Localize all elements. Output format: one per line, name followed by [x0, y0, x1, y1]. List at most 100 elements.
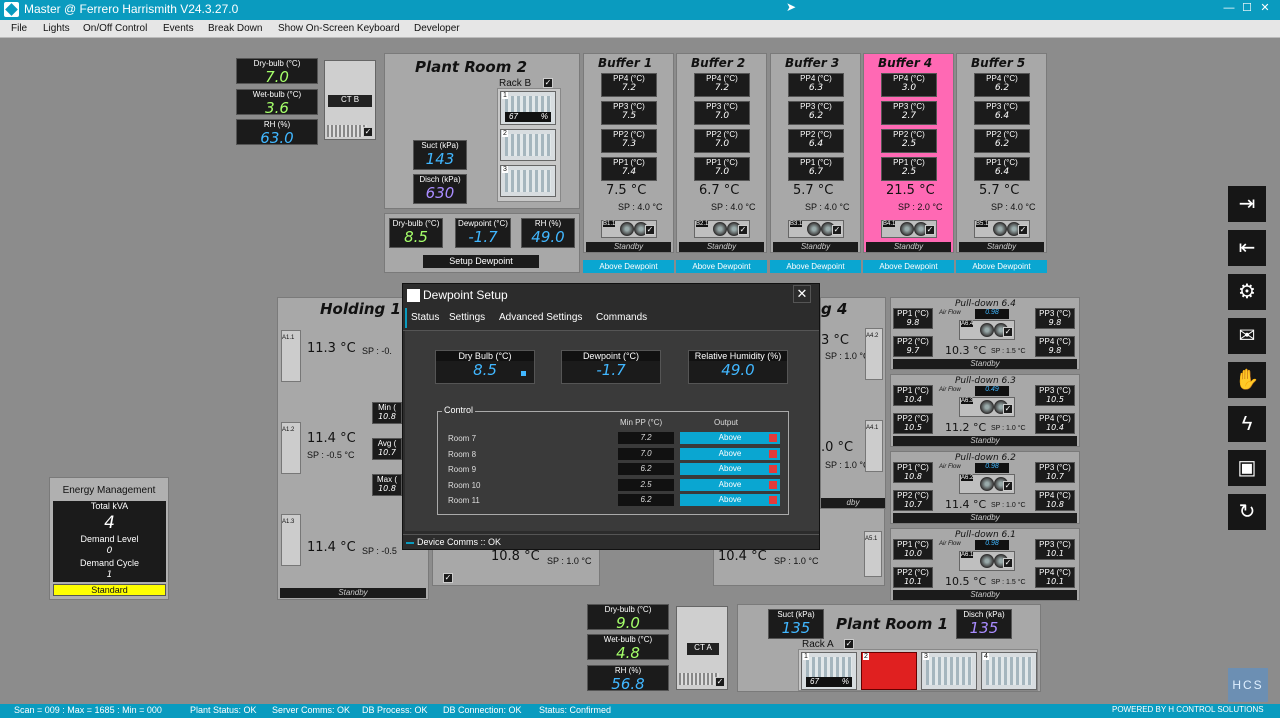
output-button[interactable]: Above [680, 432, 780, 444]
title-bar: Master @ Ferrero Harrismith V24.3.27.0 —… [0, 0, 1280, 20]
above-dewpoint-button[interactable]: Above Dewpoint [770, 260, 861, 273]
menu-events[interactable]: Events [163, 23, 194, 34]
above-dewpoint-button[interactable]: Above Dewpoint [583, 260, 674, 273]
compressor-a1[interactable]: 1 67% [801, 652, 857, 690]
rack-a: 1 67% 2 3 4 [798, 649, 1038, 691]
menu-onscreen-keyboard[interactable]: Show On-Screen Keyboard [278, 23, 400, 34]
buffer-3-pp2: PP2 (°C)6.4 [788, 129, 844, 153]
fan-icon [980, 477, 994, 491]
buffer-1-pp3: PP3 (°C)7.5 [601, 101, 657, 125]
maximize-icon[interactable]: ☐ [1242, 2, 1252, 14]
output-button[interactable]: Above [680, 478, 780, 491]
output-indicator [769, 434, 777, 442]
window-title: Master @ Ferrero Harrismith V24.3.27.0 [24, 2, 239, 16]
output-button[interactable]: Above [680, 447, 780, 460]
tab-advanced-settings[interactable]: Advanced Settings [499, 312, 583, 323]
fan-unit-B3.1[interactable]: B3.1✓ [788, 220, 844, 238]
mouse-cursor-icon: ➤ [786, 0, 797, 14]
fan-a1-2[interactable]: A1.2 [281, 422, 301, 474]
buffer-2-pp3: PP3 (°C)7.0 [694, 101, 750, 125]
hand-icon[interactable]: ✋ [1228, 362, 1266, 398]
pr1-rh: RH (%) 56.8 [587, 665, 669, 693]
buffer-state: Standby [959, 242, 1044, 252]
app-logo-icon [4, 2, 19, 17]
fan-a4-1[interactable]: A4.1 [865, 420, 883, 472]
fan-unit-B2.1[interactable]: B2.1✓ [694, 220, 750, 238]
pr1-dry-bulb: Dry-bulb (°C) 9.0 [587, 604, 669, 632]
menu-onoff-control[interactable]: On/Off Control [83, 23, 148, 34]
output-button[interactable]: Above [680, 463, 780, 475]
above-dewpoint-button[interactable]: Above Dewpoint [863, 260, 954, 273]
compressor-b3[interactable]: 3 [500, 165, 556, 197]
ct-a-checkbox[interactable]: ✓ [715, 677, 725, 687]
menu-break-down[interactable]: Break Down [208, 23, 263, 34]
fan-unit[interactable]: A6.4✓ [959, 320, 1015, 340]
fan-unit-B1.1[interactable]: B1.1✓ [601, 220, 657, 238]
refresh-icon[interactable]: ↻ [1228, 494, 1266, 530]
fan-a1-1[interactable]: A1.1 [281, 330, 301, 382]
rack-b-checkbox[interactable]: ✓ [543, 78, 553, 88]
menu-file[interactable]: File [11, 23, 28, 34]
control-minpp: 7.2 [618, 432, 674, 444]
fan-icon [713, 222, 727, 236]
compressor-a2-fault[interactable]: 2 [861, 652, 917, 690]
holding-min: Min (10.8 [372, 402, 402, 424]
compressor-a4[interactable]: 4 [981, 652, 1037, 690]
plant-room-1-title: Plant Room 1 [836, 615, 949, 633]
compressor-b1[interactable]: 1 67% [500, 91, 556, 125]
tab-settings[interactable]: Settings [449, 312, 486, 323]
ct-b-checkbox[interactable]: ✓ [363, 127, 373, 137]
save-icon[interactable]: ▣ [1228, 450, 1266, 486]
buffer-4-pp3: PP3 (°C)2.7 [881, 101, 937, 125]
user-settings-icon[interactable]: ⚙ [1228, 274, 1266, 310]
buffer-5-pp3: PP3 (°C)6.4 [974, 101, 1030, 125]
minimize-icon[interactable]: — [1223, 2, 1235, 14]
rack-b-label: Rack B [499, 78, 532, 89]
dp-dry-bulb: Dry-bulb (°C) 8.5 [389, 218, 443, 248]
cooling-tower-a[interactable]: CT A ✓ [676, 606, 728, 690]
setup-dewpoint-button[interactable]: Setup Dewpoint [423, 255, 539, 268]
logout-icon[interactable]: ⇤ [1228, 230, 1266, 266]
dialog-close-icon[interactable]: ✕ [793, 285, 811, 303]
login-icon[interactable]: ⇥ [1228, 186, 1266, 222]
grille [327, 125, 367, 137]
plant-room-2-title: Plant Room 2 [415, 58, 528, 76]
pr2-disch: Disch (kPa) 630 [413, 174, 467, 204]
rack-a-checkbox[interactable]: ✓ [844, 639, 854, 649]
compressor-b2[interactable]: 2 [500, 129, 556, 161]
fan-unit[interactable]: A6.2✓ [959, 474, 1015, 494]
tab-commands[interactable]: Commands [596, 312, 648, 323]
holding-max: Max (10.8 [372, 474, 402, 496]
fan-unit-B4.1[interactable]: B4.1✓ [881, 220, 937, 238]
menu-developer[interactable]: Developer [414, 23, 460, 34]
fan-unit[interactable]: A6.1✓ [959, 551, 1015, 571]
buffer-2-pp4: PP4 (°C)7.2 [694, 73, 750, 97]
buffer-3-pp1: PP1 (°C)6.7 [788, 157, 844, 181]
cooling-tower-b[interactable]: CT B ✓ [324, 60, 376, 140]
rack-b: 1 67% 2 3 [497, 88, 561, 202]
fan-a4-2[interactable]: A4.2 [865, 328, 883, 380]
tab-status[interactable]: Status [411, 312, 440, 323]
mail-icon[interactable]: ✉ [1228, 318, 1266, 354]
hcs-logo: HCS [1228, 668, 1268, 702]
buffer-1-pp4: PP4 (°C)7.2 [601, 73, 657, 97]
close-window-icon[interactable]: ✕ [1260, 2, 1270, 14]
fan-a1-3[interactable]: A1.3 [281, 514, 301, 566]
pr2-wet-bulb: Wet-bulb (°C) 3.6 [236, 89, 318, 117]
control-room-label: Room 9 [448, 465, 477, 474]
above-dewpoint-button[interactable]: Above Dewpoint [956, 260, 1047, 273]
control-room-label: Room 11 [448, 496, 480, 505]
fan-icon [980, 554, 994, 568]
above-dewpoint-button[interactable]: Above Dewpoint [676, 260, 767, 273]
compressor-a3[interactable]: 3 [921, 652, 977, 690]
fan-unit[interactable]: A6.3✓ [959, 397, 1015, 417]
menu-lights[interactable]: Lights [43, 23, 70, 34]
control-minpp: 2.5 [618, 478, 674, 491]
lightning-icon[interactable]: ϟ [1228, 406, 1266, 442]
fan-a5-1[interactable]: A5.1 [864, 531, 882, 577]
fan-unit-B5.1[interactable]: B5.1✓ [974, 220, 1030, 238]
mid-checkbox[interactable]: ✓ [443, 573, 453, 583]
buffer-4-pp2: PP2 (°C)2.5 [881, 129, 937, 153]
output-button[interactable]: Above [680, 494, 780, 506]
